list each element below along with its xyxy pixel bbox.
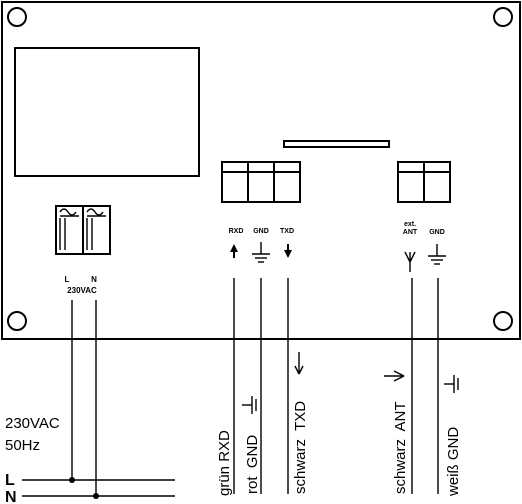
txd-arrow-icon xyxy=(284,244,292,258)
l-rail-label: L xyxy=(5,472,15,489)
l-junction-dot xyxy=(69,477,75,483)
wire-txd-arrow-icon xyxy=(294,352,304,375)
txd-wire-label: schwarz TXD xyxy=(292,401,309,494)
power-terminal-block xyxy=(55,205,111,255)
gnd-symbol-icon xyxy=(252,242,270,263)
data-terminal-block xyxy=(221,161,301,203)
antenna-symbol-icon xyxy=(404,251,416,272)
txd-terminal-label: TXD xyxy=(280,228,294,235)
wire-gnd-symbol-icon xyxy=(242,396,257,414)
ant-wire-label: schwarz ANT xyxy=(392,401,409,494)
mounting-hole-bottom-right xyxy=(493,311,513,331)
mounting-hole-top-right xyxy=(493,7,513,27)
supply-frequency: 50Hz xyxy=(5,437,40,454)
n-junction-dot xyxy=(93,493,99,499)
rxd-wire-label: grün RXD xyxy=(216,430,233,496)
rxd-terminal-label: RXD xyxy=(229,228,244,235)
module-block xyxy=(14,47,200,177)
antenna-terminal-block xyxy=(397,161,451,203)
wire-antenna-symbol-icon xyxy=(384,370,405,382)
gnd-wire-label: rot GND xyxy=(244,435,261,494)
ant-gnd-wire-label: weiß GND xyxy=(445,427,462,497)
mounting-hole-bottom-left xyxy=(7,311,27,331)
power-voltage-label: 230VAC xyxy=(67,286,97,295)
rxd-arrow-icon xyxy=(230,244,238,258)
power-l-label: L xyxy=(65,275,70,284)
n-rail-label: N xyxy=(5,489,17,504)
ant-terminal-label: ANT xyxy=(403,229,418,236)
mounting-hole-top-left xyxy=(7,7,27,27)
power-n-label: N xyxy=(91,275,97,284)
wire-ant-gnd-symbol-icon xyxy=(444,375,459,393)
ext-label: ext. xyxy=(404,221,416,228)
ant-gnd-terminal-label: GND xyxy=(429,229,445,236)
slot-bar xyxy=(283,140,390,148)
gnd-terminal-label: GND xyxy=(253,228,269,235)
ant-gnd-symbol-icon xyxy=(428,244,446,265)
supply-voltage: 230VAC xyxy=(5,415,60,432)
